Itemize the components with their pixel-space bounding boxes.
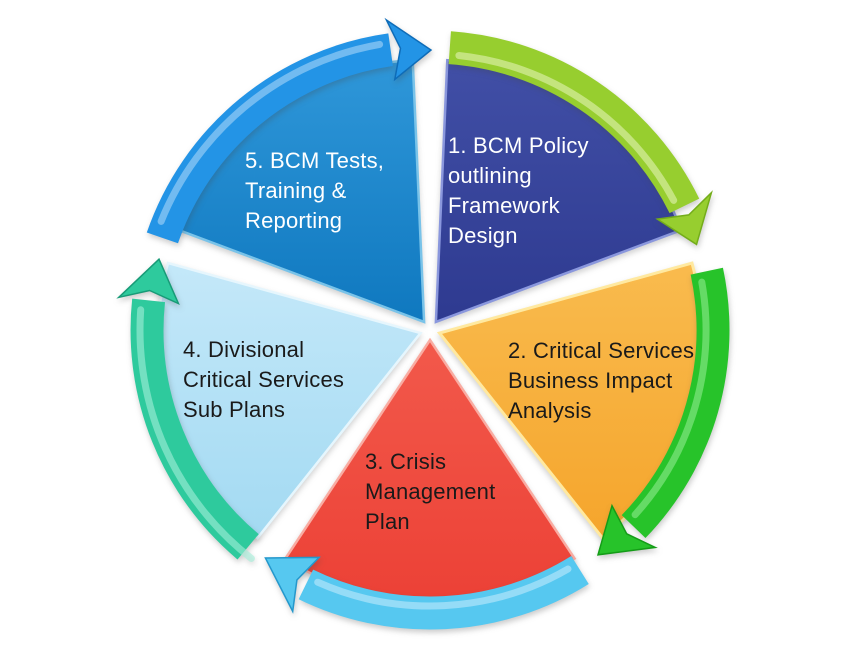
arrow-2-to-3-arc: [621, 267, 730, 539]
arrow-5-to-1-gloss: [157, 40, 384, 225]
arrow-5-to-1-arc: [146, 33, 393, 244]
arrow-3-to-4-arc: [298, 555, 589, 630]
arrow-5-to-1: [146, 17, 433, 244]
arrow-group: [116, 17, 730, 630]
arrow-4-to-5-head-icon: [116, 257, 180, 305]
arrow-2-to-3-head-icon: [596, 503, 658, 556]
segment-1-label: 1. BCM Policy outlining Framework Design: [448, 133, 589, 248]
arrow-3-to-4: [264, 555, 589, 630]
arrow-3-to-4-head-icon: [264, 556, 321, 614]
segment-5-label: 5. BCM Tests, Training & Reporting: [245, 148, 385, 233]
arrow-2-to-3-gloss: [631, 278, 710, 519]
arrow-1-to-2: [448, 31, 713, 246]
arrow-4-to-5-gloss: [136, 306, 255, 562]
segment-2-label: 2. Critical Services Business Impact Ana…: [508, 338, 695, 423]
arrow-1-to-2-gloss: [455, 52, 678, 204]
arrow-1-to-2-arc: [448, 31, 700, 214]
wedge-group: [157, 58, 703, 604]
arrow-4-to-5: [116, 257, 259, 562]
arrow-5-to-1-head-icon: [384, 17, 433, 82]
arrow-1-to-2-head-icon: [655, 190, 713, 246]
arrow-2-to-3: [596, 267, 730, 556]
segment-4-label: 4. Divisional Critical Services Sub Plan…: [183, 337, 345, 422]
arrow-4-to-5-arc: [130, 298, 259, 560]
segment-3-label: 3. Crisis Management Plan: [365, 449, 496, 534]
arrow-3-to-4-gloss: [314, 565, 572, 610]
